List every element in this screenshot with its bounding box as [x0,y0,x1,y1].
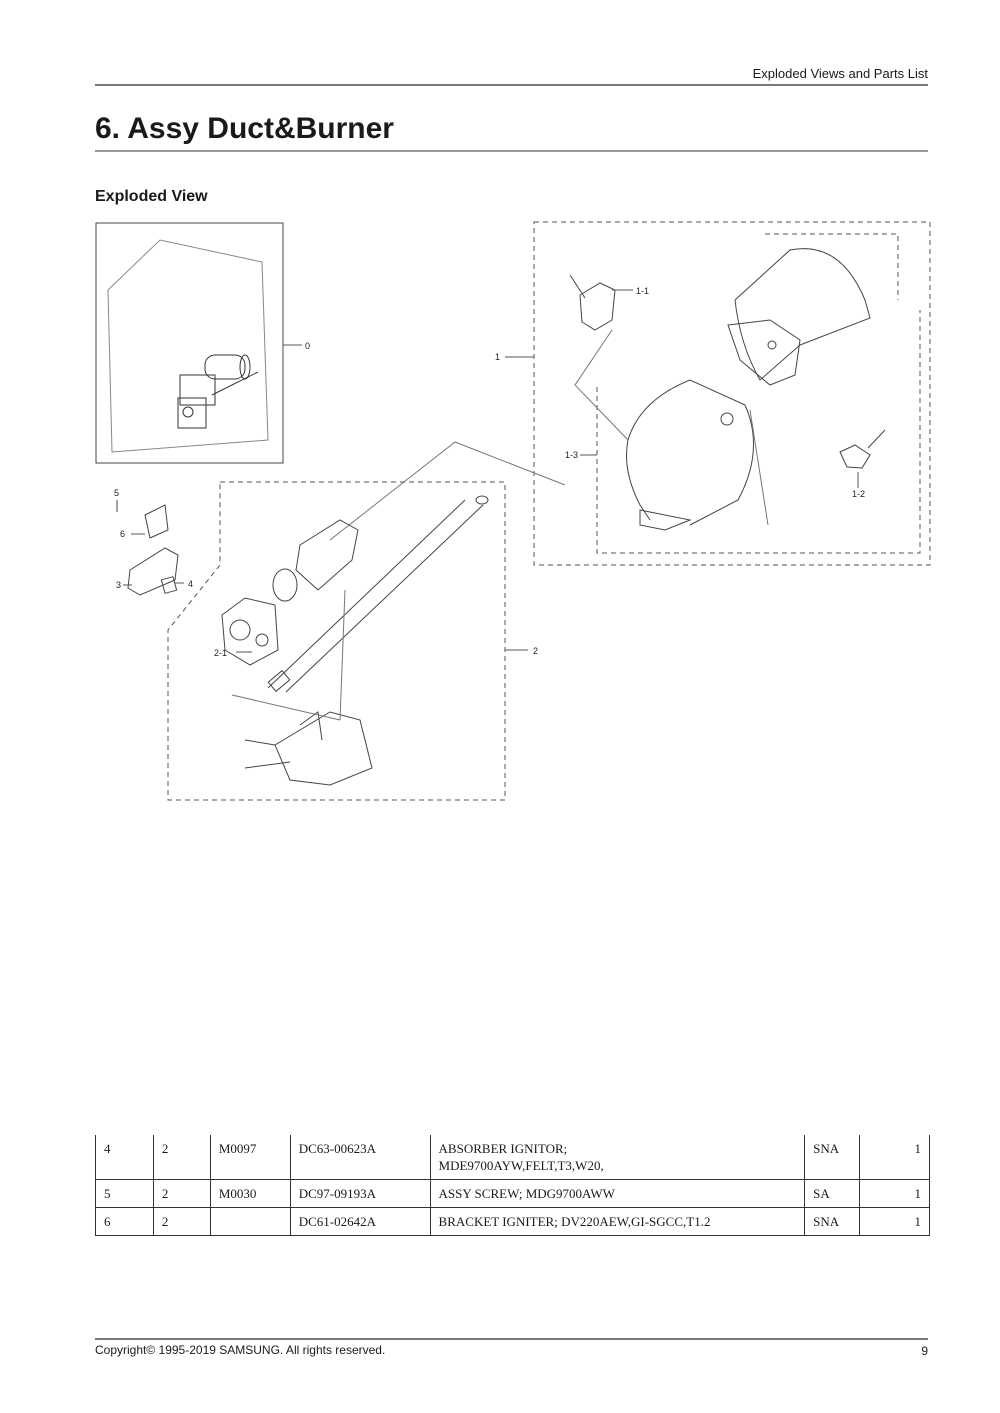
upper-duct-drawing [727,248,871,386]
nozzle-holder-drawing [272,519,359,602]
cell-code: M0097 [209,1135,291,1180]
page-title: 6. Assy Duct&Burner [95,112,394,145]
running-header: Exploded Views and Parts List [95,66,928,86]
description-line: ABSORBER IGNITOR; [438,1141,568,1156]
cell-description: ASSY SCREW; MDG9700AWW [429,1179,806,1208]
parts-list-table: 4 2 M0097 DC63-00623A ABSORBER IGNITOR; … [95,1135,930,1236]
cell-level: 2 [152,1207,211,1236]
cell-no: 5 [95,1179,154,1208]
duct-assembly-frame [533,221,931,566]
callout-6: 6 [120,529,125,539]
callout-2: 2 [533,646,538,656]
callout-4: 4 [188,579,193,589]
table-row: 5 2 M0030 DC97-09193A ASSY SCREW; MDG970… [95,1179,930,1208]
igniter-parts-drawing [116,500,179,596]
overview-frame [95,222,284,464]
cell-part-number: DC61-02642A [289,1207,431,1236]
cell-code [209,1207,291,1236]
section-name: Exploded Views and Parts List [752,66,928,81]
callout-1-3: 1-3 [565,450,578,460]
cell-code: M0030 [209,1179,291,1208]
cell-no: 6 [95,1207,154,1236]
cell-status: SNA [804,1135,861,1180]
burner-tube-drawing [267,495,489,693]
callout-5: 5 [114,488,119,498]
page-footer: Copyright© 1995-2019 SAMSUNG. All rights… [95,1338,928,1358]
table-row: 6 2 DC61-02642A BRACKET IGNITER; DV220AE… [95,1207,930,1236]
cell-qty: 1 [859,1207,930,1236]
exploded-view-heading: Exploded View [95,188,208,205]
cell-description: ABSORBER IGNITOR; MDE9700AYW,FELT,T3,W20… [429,1135,806,1180]
cell-part-number: DC97-09193A [289,1179,431,1208]
title-divider [95,150,928,152]
cell-no: 4 [95,1135,154,1180]
cabinet-outline [107,239,269,453]
sensor-1-2-drawing [839,429,886,469]
overview-assembly-drawing [177,354,259,429]
mounting-bracket-drawing [244,711,373,786]
callout-1: 1 [495,352,500,362]
callout-2-1: 2-1 [214,648,227,658]
lower-duct-drawing [626,379,754,531]
cell-description: BRACKET IGNITER; DV220AEW,GI-SGCC,T1.2 [429,1207,806,1236]
description-line: MDE9700AYW,FELT,T3,W20, [438,1158,604,1173]
callout-1-1: 1-1 [636,286,649,296]
callout-3: 3 [116,580,121,590]
cell-qty: 1 [859,1135,930,1180]
callout-1-2: 1-2 [852,489,865,499]
cell-qty: 1 [859,1179,930,1208]
copyright-text: Copyright© 1995-2019 SAMSUNG. All rights… [95,1343,386,1357]
cell-status: SNA [804,1207,861,1236]
table-row: 4 2 M0097 DC63-00623A ABSORBER IGNITOR; … [95,1135,930,1180]
cell-level: 2 [152,1135,211,1180]
cell-part-number: DC63-00623A [289,1135,431,1180]
cell-status: SA [804,1179,861,1208]
exploded-view-diagram: 0 1 1-1 1-2 1-3 2 2-1 3 4 5 6 [95,221,931,801]
cell-level: 2 [152,1179,211,1208]
burner-assembly-frame [167,481,506,801]
gas-valve-drawing [221,597,279,666]
callout-0: 0 [305,341,310,351]
page-number: 9 [921,1344,928,1358]
bracket-1-1-drawing [569,274,616,331]
